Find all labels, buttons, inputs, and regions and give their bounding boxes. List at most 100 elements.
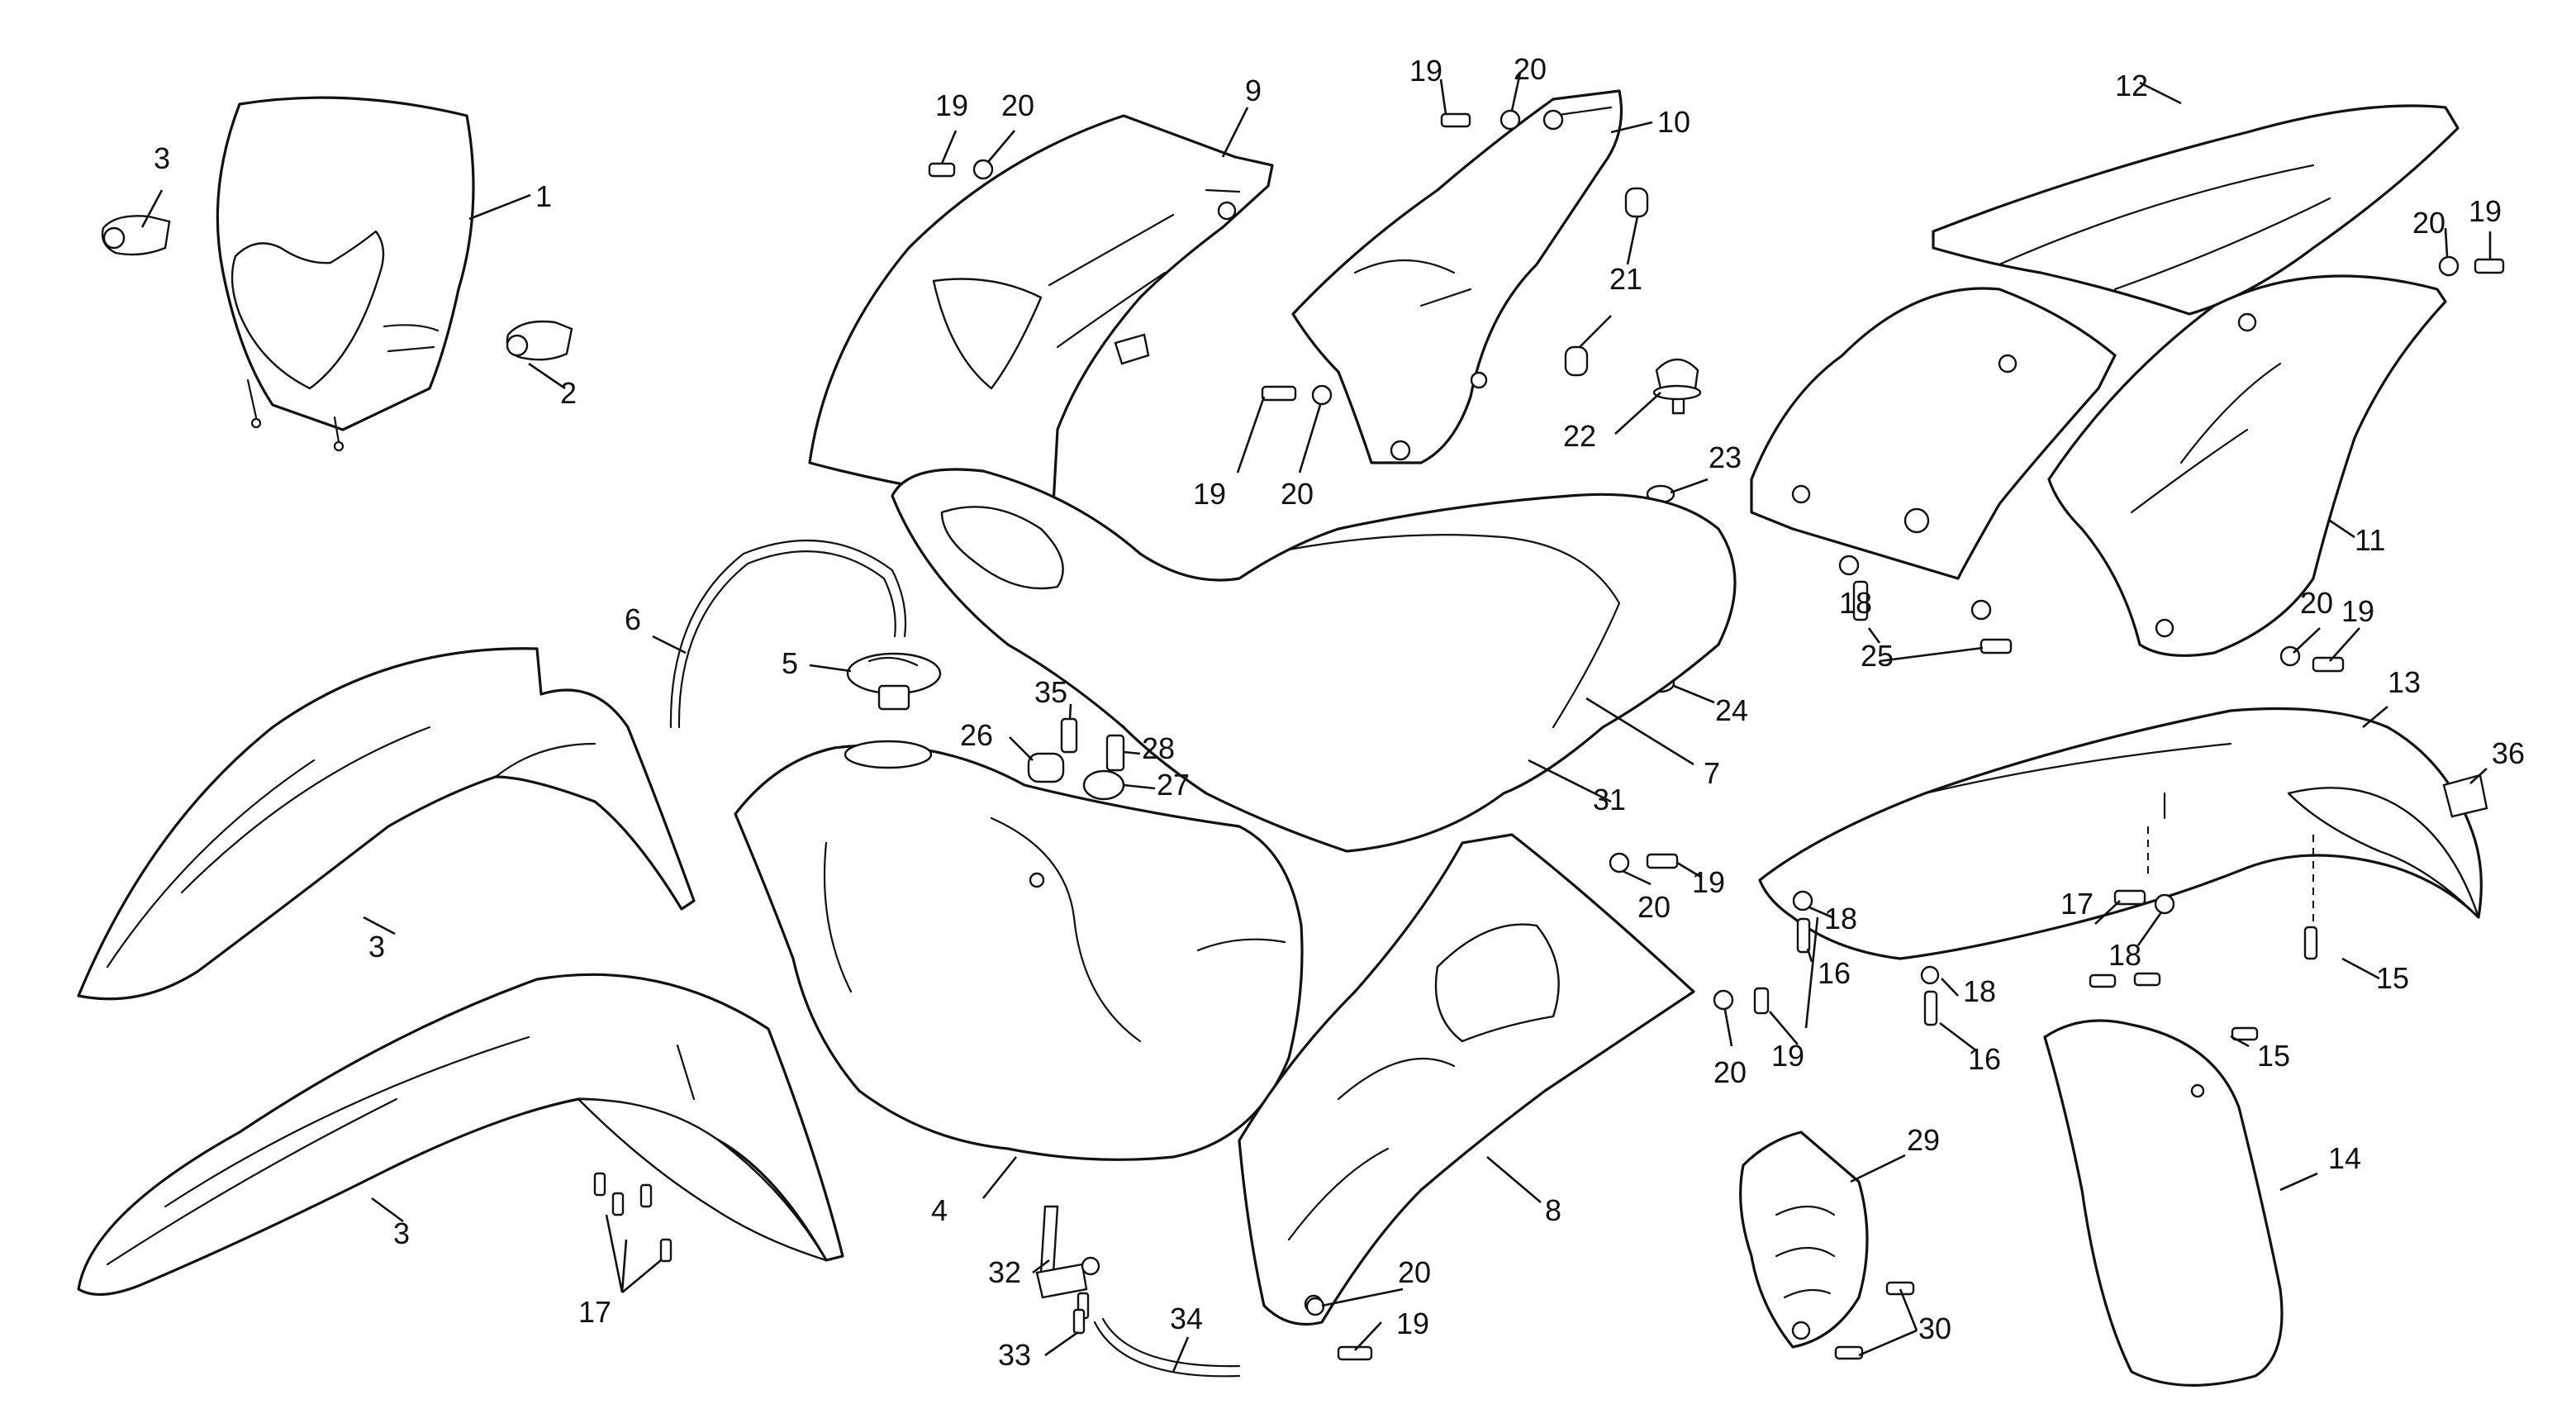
callout-25: 25	[1861, 639, 1894, 673]
nut-icon	[2154, 893, 2175, 915]
callout-17: 17	[578, 1295, 611, 1329]
callout-9: 9	[1245, 74, 1262, 107]
bolt-icon	[593, 1172, 606, 1197]
alignment-line	[2147, 826, 2314, 926]
callout-20: 20	[2412, 206, 2445, 240]
callout-21: 21	[1609, 262, 1642, 296]
callout-34: 34	[1170, 1302, 1203, 1335]
callout-30: 30	[1918, 1311, 1951, 1345]
callout-20: 20	[1713, 1055, 1747, 1089]
callout-19: 19	[935, 88, 968, 122]
spacer-icon	[1027, 752, 1065, 783]
tank-side-cover-icon	[1238, 833, 1695, 1326]
nut-icon	[1838, 555, 1860, 576]
bolt-icon	[1060, 717, 1078, 754]
bolt-icon	[1834, 1345, 1864, 1360]
bolt-icon	[1105, 734, 1125, 772]
bolt-icon	[1440, 112, 1471, 128]
rear-fender-icon	[1932, 104, 2460, 316]
callout-19: 19	[1771, 1039, 1804, 1073]
callout-18: 18	[1839, 586, 1872, 620]
quick-release-fastener-icon	[1652, 358, 1702, 415]
callout-3: 3	[393, 1216, 410, 1250]
front-fender-icon	[77, 647, 696, 1001]
mud-flap-icon	[2043, 1019, 2284, 1387]
callout-20: 20	[1637, 890, 1671, 924]
callout-28: 28	[1142, 731, 1175, 765]
bolt-icon	[1980, 638, 2013, 654]
fuel-tap-icon	[1035, 1205, 1100, 1299]
fuel-cap-icon	[846, 652, 942, 711]
callout-19: 19	[1692, 865, 1725, 899]
nut-icon	[1311, 384, 1333, 406]
callout-19: 19	[2469, 194, 2502, 228]
callout-13: 13	[2388, 665, 2421, 699]
callout-33: 33	[998, 1338, 1031, 1372]
callout-18: 18	[1963, 974, 1996, 1008]
fuel-tank-icon	[734, 740, 1304, 1161]
callout-7: 7	[1704, 756, 1720, 790]
bolt-icon	[2133, 972, 2161, 987]
callout-3: 3	[154, 141, 170, 175]
nut-icon	[1970, 599, 1992, 621]
leader-lines	[140, 72, 2492, 1373]
callout-36: 36	[2492, 736, 2525, 770]
callout-19: 19	[1409, 54, 1442, 88]
callout-8: 8	[1545, 1193, 1561, 1227]
bolt-icon	[1337, 1345, 1373, 1361]
callout-15: 15	[2257, 1039, 2290, 1073]
bolt-icon	[639, 1183, 653, 1208]
callout-14: 14	[2328, 1141, 2361, 1175]
callout-5: 5	[782, 646, 798, 680]
callout-23: 23	[1709, 440, 1742, 474]
nut-icon	[1792, 890, 1813, 912]
bolt-icon	[1796, 917, 1811, 954]
side-panel-icon	[1291, 89, 1623, 464]
bolt-icon	[2474, 258, 2505, 274]
callout-17: 17	[2060, 887, 2094, 921]
callout-20: 20	[1514, 52, 1547, 86]
callout-19: 19	[2341, 594, 2374, 628]
callout-27: 27	[1157, 768, 1190, 802]
chain-guide-icon	[1739, 1130, 1869, 1349]
rear-fender-icon	[1758, 707, 2483, 960]
callout-10: 10	[1657, 105, 1690, 139]
mudguard-bracket-icon	[1750, 287, 2117, 580]
callout-18: 18	[2108, 938, 2141, 972]
bolt-icon	[611, 1192, 625, 1216]
bolt-icon	[2303, 926, 2318, 960]
callout-29: 29	[1907, 1123, 1940, 1157]
callout-31: 31	[1593, 783, 1626, 816]
bolt-icon	[2312, 656, 2345, 673]
nut-icon	[1920, 965, 1940, 985]
callout-22: 22	[1563, 419, 1596, 453]
callout-19: 19	[1193, 477, 1226, 511]
callout-32: 32	[988, 1255, 1021, 1289]
front-fender-icon	[77, 973, 844, 1297]
callout-35: 35	[1034, 675, 1067, 709]
callout-3: 3	[368, 930, 385, 964]
bolt-icon	[1852, 580, 1869, 621]
radiator-scoop-icon	[808, 114, 1274, 506]
callout-19: 19	[1396, 1307, 1429, 1340]
callout-6: 6	[625, 602, 641, 636]
grommet-icon	[1564, 345, 1589, 377]
bolt-icon	[1753, 987, 1770, 1015]
callout-2: 2	[560, 376, 577, 410]
callout-1: 1	[535, 179, 552, 213]
nut-icon	[1305, 1297, 1325, 1316]
fuel-hose-icon	[1093, 1317, 1241, 1378]
bolt-icon	[2089, 973, 2117, 988]
callout-20: 20	[1398, 1255, 1431, 1289]
callout-16: 16	[1968, 1042, 2001, 1076]
bolt-icon	[1646, 853, 1679, 869]
callout-4: 4	[931, 1193, 948, 1227]
rubber-bush-icon	[1082, 769, 1125, 801]
bolt-icon	[1885, 1281, 1915, 1296]
seat-icon	[891, 468, 1737, 853]
callout-20: 20	[1001, 88, 1034, 122]
callout-26: 26	[960, 718, 993, 752]
callout-18: 18	[1824, 902, 1857, 935]
cable-clamp-icon	[506, 320, 573, 361]
